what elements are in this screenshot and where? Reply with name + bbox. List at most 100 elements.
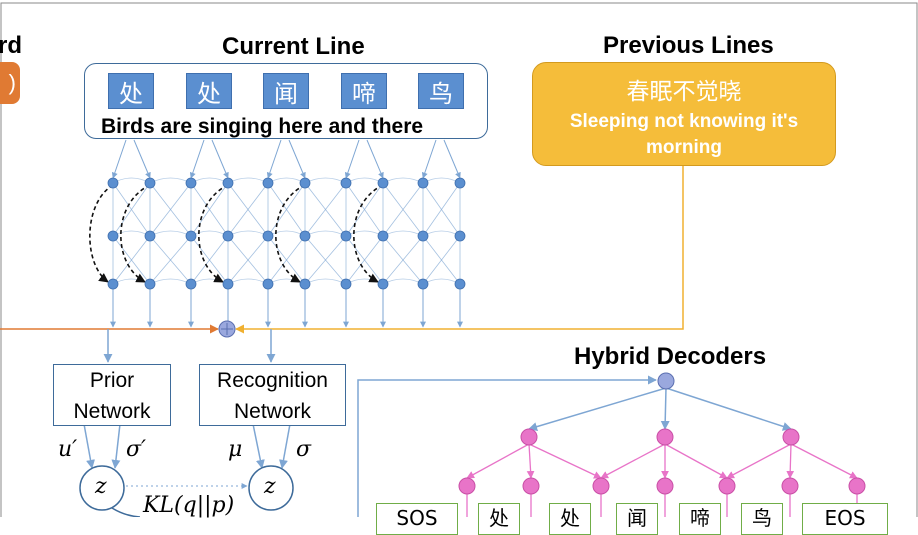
decoder-token-box: 鸟 — [741, 503, 783, 535]
hidden-edge — [304, 182, 347, 237]
hidden-edge — [227, 235, 269, 285]
z-recognition-label: z — [264, 474, 276, 499]
hidden-edge — [112, 182, 151, 237]
char-edge — [133, 139, 151, 179]
recurrent-edge — [345, 177, 384, 184]
previous-lines-english-2: morning — [646, 137, 722, 158]
tree-leaf-edge — [790, 443, 858, 479]
hidden-node — [377, 177, 389, 189]
hidden-node — [340, 230, 352, 242]
decoder-token-label: 闻 — [627, 506, 647, 530]
recurrent-edge — [149, 230, 192, 237]
tree-leaf-edge — [726, 443, 792, 479]
hidden-edge — [112, 235, 151, 285]
diagram-canvas — [0, 2, 918, 517]
tree-mid-node — [520, 428, 538, 446]
recurrent-edge — [422, 177, 461, 184]
recurrent-edge — [382, 230, 424, 237]
current-line-title: Current Line — [222, 33, 365, 60]
recurrent-edge — [112, 177, 151, 184]
decoder-tree — [458, 372, 866, 517]
char-edge — [366, 139, 384, 179]
previous-lines-english-1: Sleeping not knowing it's — [569, 111, 799, 132]
hidden-node — [222, 278, 234, 290]
hidden-edge — [149, 182, 192, 237]
hidden-node — [185, 278, 197, 290]
recurrent-edge — [149, 278, 192, 285]
current-char-4: 啼 — [341, 73, 387, 109]
sigma-label: σ — [296, 437, 312, 462]
hidden-node — [222, 230, 234, 242]
hidden-node — [262, 177, 274, 189]
prior-network-box: Prior Network — [53, 364, 171, 426]
outer-border — [0, 2, 918, 517]
tree-root-edge — [660, 387, 670, 430]
tree-root-node — [657, 372, 675, 390]
z-prior-label: z — [95, 474, 107, 499]
recurrent-edge — [227, 177, 269, 184]
char-edge — [111, 139, 127, 179]
recurrent-edge — [149, 177, 192, 184]
current-line-translation: Birds are singing here and there — [101, 115, 424, 138]
tree-leaf-edge — [466, 443, 530, 479]
char-edge — [211, 139, 229, 179]
hybrid-decoders-title: Hybrid Decoders — [574, 343, 767, 370]
prior-network-line2: Network — [73, 400, 151, 423]
hidden-node — [144, 177, 156, 189]
recurrent-edge — [382, 177, 424, 184]
hidden-edge — [345, 235, 384, 285]
tree-leaf-edge — [526, 443, 535, 479]
encoder-network — [89, 139, 466, 328]
decoder-token-box: 处 — [549, 503, 591, 535]
decoder-token-box: 处 — [478, 503, 520, 535]
recurrent-edge — [227, 278, 269, 285]
attention-arrow — [198, 184, 229, 283]
tree-leaf-node — [522, 477, 540, 495]
recurrent-edge — [304, 278, 347, 285]
recog-sigma-line — [279, 423, 291, 469]
hidden-edge — [227, 182, 269, 237]
decoder-token-box: EOS — [802, 503, 888, 535]
char-edge — [443, 139, 461, 179]
hidden-node — [299, 278, 311, 290]
decoder-token-box: 闻 — [616, 503, 658, 535]
recurrent-edge — [422, 278, 461, 285]
attention-arrow — [120, 184, 151, 283]
hidden-node — [340, 177, 352, 189]
hidden-node — [222, 177, 234, 189]
hidden-node — [185, 230, 197, 242]
hidden-edge — [190, 182, 229, 237]
left-partial-title: rd — [0, 32, 22, 59]
hidden-node — [377, 230, 389, 242]
hidden-node — [417, 278, 429, 290]
recurrent-edge — [267, 177, 306, 184]
decoder-token-label: 鸟 — [752, 506, 772, 530]
recurrent-edge — [112, 230, 151, 237]
hidden-node — [417, 230, 429, 242]
recog-mu-line — [252, 423, 265, 469]
hidden-edge — [345, 182, 384, 237]
left-partial-badge-text: ) — [8, 70, 16, 95]
hidden-node — [454, 177, 466, 189]
hidden-edge — [382, 235, 424, 285]
hidden-node — [107, 230, 119, 242]
kl-divergence-label: KL(q||p) — [143, 493, 235, 518]
recognition-network-box: Recognition Network — [199, 364, 346, 426]
recurrent-edge — [190, 230, 229, 237]
hidden-edge — [422, 235, 461, 285]
tree-leaf-edge — [664, 443, 728, 479]
hidden-edge — [267, 235, 306, 285]
hidden-node — [299, 230, 311, 242]
tree-leaf-node — [592, 477, 610, 495]
z-recognition-circle — [248, 465, 294, 511]
decoder-token-box: 啼 — [679, 503, 721, 535]
previous-lines-title: Previous Lines — [603, 32, 774, 59]
recurrent-edge — [382, 278, 424, 285]
hidden-edge — [382, 182, 424, 237]
hidden-node — [262, 278, 274, 290]
hidden-edge — [190, 235, 229, 285]
previous-lines-chinese: 春眠不觉晓 — [626, 79, 742, 105]
previous-lines-connector — [235, 165, 684, 334]
attention-arrow — [275, 184, 306, 283]
char-edge — [344, 139, 360, 179]
